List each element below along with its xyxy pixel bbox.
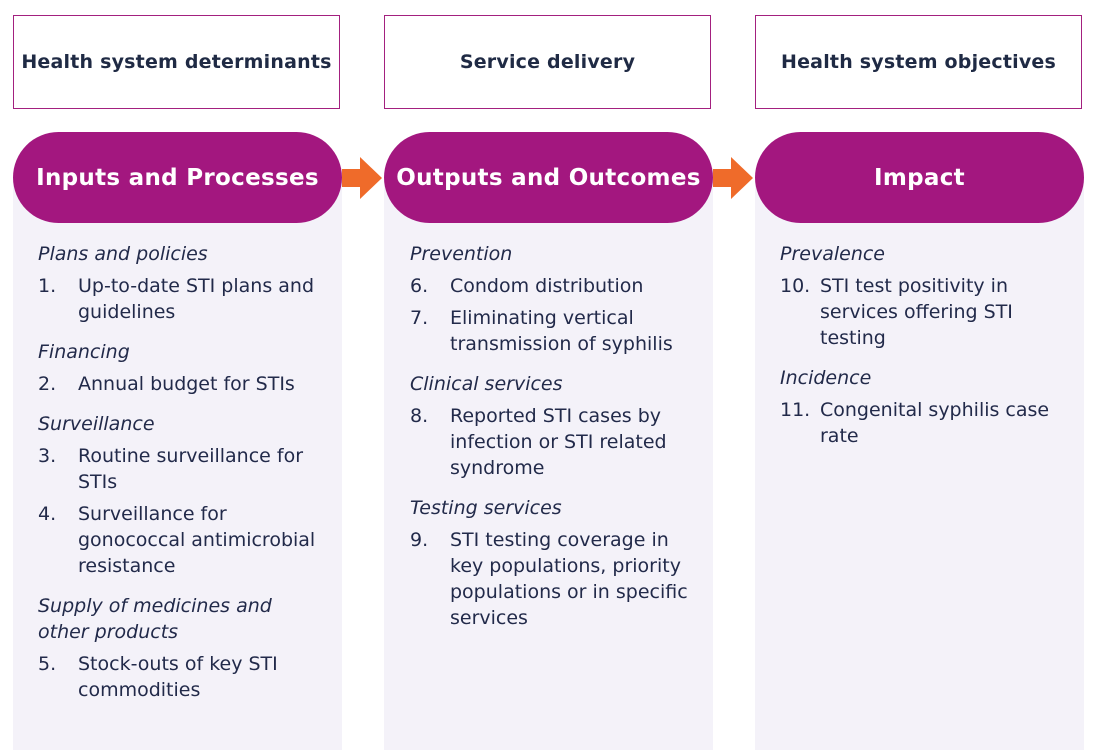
list-item: 3. Routine surveillance for STIs <box>38 443 328 495</box>
item-number: 1. <box>38 275 57 297</box>
header-service-delivery: Service delivery <box>384 15 711 109</box>
category-label: Incidence <box>780 367 872 389</box>
item-number: 10. <box>780 275 811 297</box>
list-item: 2. Annual budget for STIs <box>38 371 328 397</box>
item-text: Congenital syphilis case rate <box>820 399 1050 447</box>
column-content-outputs: Prevention 6. Condom distribution 7. Eli… <box>410 241 700 631</box>
item-number: 11. <box>780 399 811 421</box>
item-number: 5. <box>38 653 57 675</box>
arrow-right-icon <box>342 157 382 199</box>
item-number: 3. <box>38 445 57 467</box>
item-text: Reported STI cases by infection or STI r… <box>450 405 667 479</box>
item-number: 9. <box>410 529 429 551</box>
column-panel-outputs <box>384 178 713 750</box>
column-panel-impact <box>755 178 1084 750</box>
category-label: Financing <box>38 341 130 363</box>
list-item: 10. STI test positivity in services offe… <box>780 273 1070 351</box>
category-label: Plans and policies <box>38 243 208 265</box>
list-item: 5. Stock-outs of key STI commodities <box>38 651 328 703</box>
item-number: 6. <box>410 275 429 297</box>
list-item: 6. Condom distribution <box>410 273 700 299</box>
category-label: Prevalence <box>780 243 885 265</box>
column-content-impact: Prevalence 10. STI test positivity in se… <box>780 241 1070 449</box>
item-text: Routine surveillance for STIs <box>78 445 304 493</box>
column-panel-inputs <box>13 178 342 750</box>
item-text: Eliminating vertical transmission of syp… <box>450 307 673 355</box>
item-text: Surveillance for gonococcal antimicrobia… <box>78 503 316 577</box>
list-item: 4. Surveillance for gonococcal antimicro… <box>38 501 328 579</box>
list-item: 8. Reported STI cases by infection or ST… <box>410 403 700 481</box>
category-label: Clinical services <box>410 373 563 395</box>
list-item: 11. Congenital syphilis case rate <box>780 397 1070 449</box>
item-number: 8. <box>410 405 429 427</box>
category-label: Surveillance <box>38 413 155 435</box>
category-label: Prevention <box>410 243 513 265</box>
item-text: Stock-outs of key STI commodities <box>78 653 278 701</box>
item-text: Up-to-date STI plans and guidelines <box>78 275 315 323</box>
header-health-system-determinants: Health system determinants <box>13 15 340 109</box>
pill-outputs-and-outcomes: Outputs and Outcomes <box>384 132 713 223</box>
item-number: 4. <box>38 503 57 525</box>
column-content-inputs: Plans and policies 1. Up-to-date STI pla… <box>38 241 328 703</box>
list-item: 1. Up-to-date STI plans and guidelines <box>38 273 328 325</box>
item-text: Condom distribution <box>450 275 644 297</box>
category-label: Testing services <box>410 497 562 519</box>
item-text: STI test positivity in services offering… <box>820 275 1013 349</box>
list-item: 9. STI testing coverage in key populatio… <box>410 527 700 631</box>
arrow-right-icon <box>713 157 753 199</box>
category-label: Supply of medicines and other products <box>38 595 272 643</box>
item-number: 7. <box>410 307 429 329</box>
item-text: Annual budget for STIs <box>78 373 295 395</box>
pill-inputs-and-processes: Inputs and Processes <box>13 132 342 223</box>
list-item: 7. Eliminating vertical transmission of … <box>410 305 700 357</box>
header-health-system-objectives: Health system objectives <box>755 15 1082 109</box>
item-number: 2. <box>38 373 57 395</box>
pill-impact: Impact <box>755 132 1084 223</box>
item-text: STI testing coverage in key populations,… <box>450 529 688 629</box>
